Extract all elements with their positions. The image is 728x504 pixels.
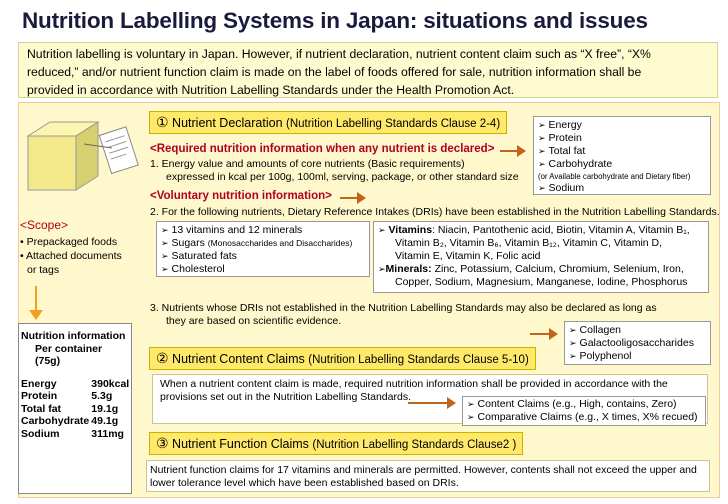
arrow-icon xyxy=(500,145,526,157)
nutrient-name: Carbohydrate xyxy=(21,415,90,427)
scope-item: • Attached documents xyxy=(20,250,122,262)
list-item-label: Sugars xyxy=(171,237,205,249)
vitamins-text: Vitamin E, Vitamin K, Folic acid xyxy=(395,250,541,262)
scope-list: • Prepackaged foods • Attached documents… xyxy=(20,235,122,277)
requirement-1-line: 1. Energy value and amounts of core nutr… xyxy=(150,158,465,170)
section-3-heading: ③ Nutrient Function Claims (Nutrition La… xyxy=(149,432,524,455)
list-item: Total fat xyxy=(538,145,706,158)
required-info-heading: <Required nutrition information when any… xyxy=(150,143,495,155)
section-title: Nutrient Declaration xyxy=(172,116,283,130)
nutrient-value: 311mg xyxy=(91,427,124,440)
nutrition-info-per: Per container (75g) xyxy=(35,342,103,368)
section-2-text: provisions set out in the Nutrition Labe… xyxy=(160,391,411,403)
section-reference: (Nutrition Labelling Standards Clause 5-… xyxy=(308,354,529,366)
vitamins-text: : Niacin, Pantothenic acid, Biotin, Vita… xyxy=(432,224,690,236)
table-row: Sodium 311mg xyxy=(21,428,131,441)
other-nutrients-box: Collagen Galactooligosaccharides Polyphe… xyxy=(564,321,711,365)
list-item: Saturated fats xyxy=(161,250,365,263)
arrow-icon xyxy=(408,397,456,409)
list-item: Cholesterol xyxy=(161,263,365,276)
core-nutrients-box: Energy Protein Total fat Carbohydrate (o… xyxy=(533,116,711,195)
requirement-1-detail: expressed in kcal per 100g, 100ml, servi… xyxy=(166,171,519,183)
requirement-3-line: 3. Nutrients whose DRIs not established … xyxy=(150,302,657,314)
minerals-text: Zinc, Potassium, Calcium, Chromium, Sele… xyxy=(431,263,684,275)
list-item: Collagen xyxy=(569,324,706,337)
vitamins-text: Vitamin B₂, Vitamin B₆, Vitamin B₁₂, Vit… xyxy=(395,237,663,249)
vitamins-minerals-box: ➢ Vitamins: Niacin, Pantothenic acid, Bi… xyxy=(373,221,709,293)
section-reference: (Nutrition Labelling Standards Clause2 ) xyxy=(312,439,517,451)
dri-nutrients-box: 13 vitamins and 12 minerals Sugars (Mono… xyxy=(156,221,370,277)
list-item: Galactooligosaccharides xyxy=(569,337,706,350)
vitamins-label: Vitamins xyxy=(388,224,433,236)
section-number: ③ xyxy=(156,435,169,451)
section-1-heading: ① Nutrient Declaration (Nutrition Labell… xyxy=(149,111,508,134)
down-arrow-icon xyxy=(29,286,43,320)
table-row: Total fat 19.1g xyxy=(21,403,131,416)
nutrient-value: 19.1g xyxy=(91,402,119,415)
list-item: Energy xyxy=(538,119,706,132)
scope-item: or tags xyxy=(27,264,60,276)
arrow-icon xyxy=(530,328,558,340)
voluntary-info-heading: <Voluntary nutrition information> xyxy=(150,190,332,202)
section-number: ② xyxy=(156,350,169,366)
nutrient-name: Energy xyxy=(21,377,57,390)
section-3-text: Nutrient function claims for 17 vitamins… xyxy=(150,464,697,476)
scope-heading: <Scope> xyxy=(20,218,69,232)
minerals-text: Copper, Sodium, Magnesium, Manganese, Io… xyxy=(395,276,688,288)
nutrient-value: 49.1g xyxy=(91,415,119,427)
nutrition-info-box: Nutrition information Per container (75g… xyxy=(18,323,132,494)
list-item: Protein xyxy=(538,132,706,145)
vitamins-line: ➢ Vitamins: Niacin, Pantothenic acid, Bi… xyxy=(378,224,690,236)
section-2-text: When a nutrient content claim is made, r… xyxy=(160,378,668,390)
core-note: (or Available carbohydrate and Dietary f… xyxy=(538,172,691,181)
requirement-2-line: 2. For the following nutrients, Dietary … xyxy=(150,206,720,218)
nutrient-value: 390kcal xyxy=(91,377,130,390)
intro-line: provided in accordance with Nutrition La… xyxy=(27,83,515,97)
section-reference: (Nutrition Labelling Standards Clause 2-… xyxy=(286,118,501,130)
section-title: Nutrient Content Claims xyxy=(172,352,305,366)
section-3-text: lower tolerance level which have been es… xyxy=(150,477,459,489)
minerals-label: Minerals: xyxy=(385,263,432,275)
list-item: Sugars (Monosaccharides and Disaccharide… xyxy=(161,237,365,250)
claims-box: Content Claims (e.g., High, contains, Ze… xyxy=(462,396,706,426)
list-item: Carbohydrate xyxy=(538,158,706,171)
page-title: Nutrition Labelling Systems in Japan: si… xyxy=(22,8,648,33)
list-item-note: (Monosaccharides and Disaccharides) xyxy=(207,238,353,248)
table-row: Energy 390kcal xyxy=(21,378,131,391)
food-package-illustration xyxy=(26,121,139,191)
nutrition-table: Energy 390kcal Protein 5.3g Total fat 19.1g… xyxy=(21,378,131,441)
intro-line: Nutrition labelling is voluntary in Japa… xyxy=(27,47,651,61)
arrow-icon xyxy=(340,192,366,204)
nutrient-name: Sodium xyxy=(21,427,60,440)
list-item: Polyphenol xyxy=(569,350,706,363)
section-number: ① xyxy=(156,114,169,130)
nutrient-value: 5.3g xyxy=(91,390,113,402)
intro-text: Nutrition labelling is voluntary in Japa… xyxy=(18,42,718,98)
section-title: Nutrient Function Claims xyxy=(172,437,309,451)
list-item: 13 vitamins and 12 minerals xyxy=(161,224,365,237)
scope-item: • Prepackaged foods xyxy=(20,236,118,248)
nutrient-name: Protein xyxy=(21,390,58,402)
nutrient-name: Total fat xyxy=(21,402,62,415)
table-row: Protein 5.3g xyxy=(21,390,131,403)
list-item: Sodium xyxy=(538,182,706,195)
section-3-body xyxy=(146,460,710,492)
nutrition-info-heading: Nutrition information xyxy=(21,330,126,342)
minerals-line: ➢Minerals: Zinc, Potassium, Calcium, Chr… xyxy=(378,263,684,275)
list-item: Content Claims (e.g., High, contains, Ze… xyxy=(467,398,701,411)
section-2-heading: ② Nutrient Content Claims (Nutrition Lab… xyxy=(149,347,536,370)
list-item: Comparative Claims (e.g., X times, X% re… xyxy=(467,411,701,424)
intro-line: reduced,” and/or nutrient function claim… xyxy=(27,65,642,79)
requirement-3-detail: they are based on scientific evidence. xyxy=(166,315,342,327)
